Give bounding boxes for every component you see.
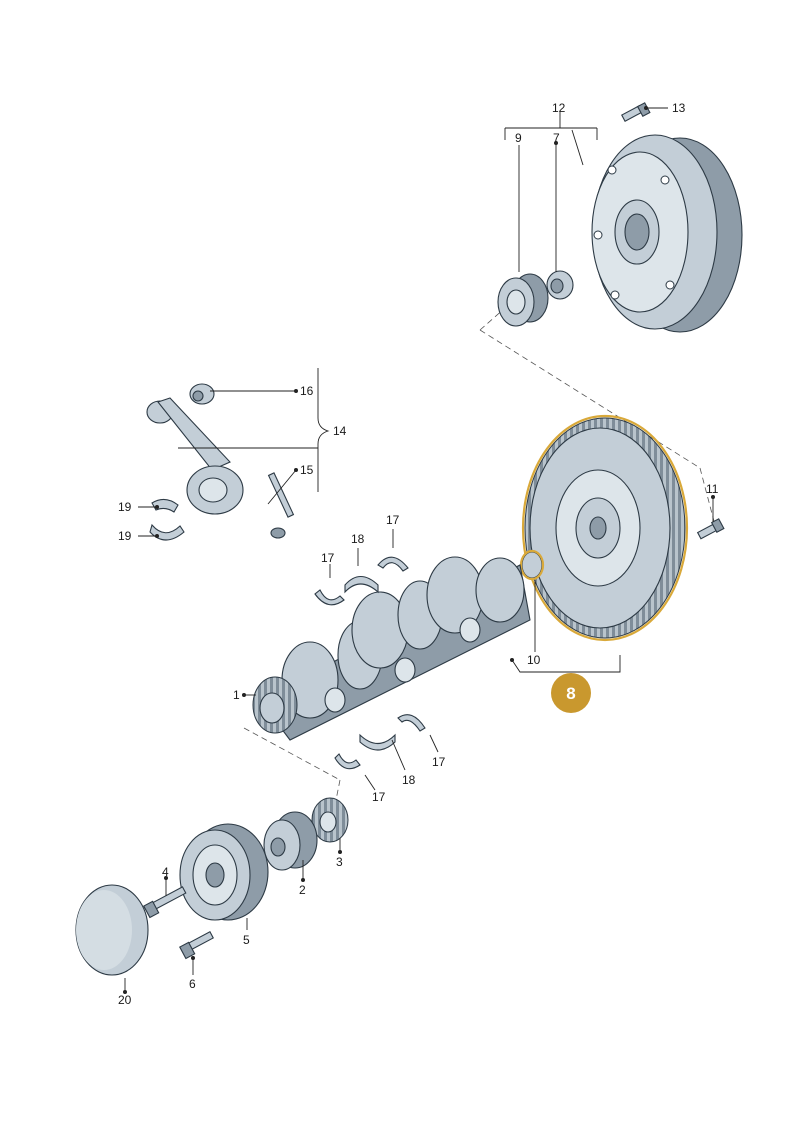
- conrod-bearing-shells: [149, 498, 185, 541]
- callout-18-top: 18: [351, 532, 365, 546]
- crankshaft-sprocket: [311, 797, 349, 843]
- callout-20: 20: [118, 993, 132, 1007]
- callout-13: 13: [672, 101, 686, 115]
- pulley-bolt-6: [179, 931, 214, 960]
- bolt-11: [696, 518, 725, 540]
- flywheel-ring-gear: [521, 414, 689, 642]
- highlight-badge-label: 8: [566, 684, 575, 703]
- conrod-bolt: [267, 472, 295, 539]
- callout-2: 2: [299, 883, 306, 897]
- needle-bearing: [497, 273, 549, 327]
- callout-18-bottom: 18: [402, 773, 416, 787]
- callout-15: 15: [300, 463, 314, 477]
- dual-mass-flywheel: [591, 134, 743, 333]
- thrust-washers-upper: [314, 556, 409, 606]
- callout-6: 6: [189, 977, 196, 991]
- cover-cap: [75, 884, 149, 976]
- main-bearing-shell-lower: [359, 733, 396, 751]
- bush: [546, 270, 574, 300]
- callout-17-top-left: 17: [321, 551, 335, 565]
- callout-7: 7: [553, 131, 560, 145]
- callout-17-bottom-right: 17: [432, 755, 446, 769]
- callout-19-lower: 19: [118, 529, 132, 543]
- needle-bearing-10: [519, 549, 545, 581]
- leader-lines: [124, 107, 714, 992]
- callout-10: 10: [527, 653, 541, 667]
- thrust-washers-lower: [334, 714, 426, 770]
- small-end-bush: [189, 383, 215, 405]
- callout-11: 11: [706, 482, 719, 496]
- callout-5: 5: [243, 933, 250, 947]
- vibration-damper-pulley: [179, 823, 269, 921]
- callout-3: 3: [336, 855, 343, 869]
- bolt-13: [621, 102, 651, 122]
- pulley-bolt-4: [143, 886, 187, 919]
- highlight-badge[interactable]: 8: [551, 673, 591, 713]
- callout-1: 1: [233, 688, 240, 702]
- callout-17-top-right: 17: [386, 513, 400, 527]
- callout-14: 14: [333, 424, 347, 438]
- callout-4: 4: [162, 865, 169, 879]
- leader-dots: [123, 106, 715, 994]
- main-bearing-shell-upper: [344, 575, 379, 594]
- crankshaft: [252, 556, 531, 741]
- callout-16: 16: [300, 384, 314, 398]
- connecting-rod: [146, 397, 244, 515]
- hub: [263, 811, 318, 871]
- callout-9: 9: [515, 131, 522, 145]
- callout-12: 12: [552, 101, 566, 115]
- callout-17-bottom-left: 17: [372, 790, 386, 804]
- callout-19-upper: 19: [118, 500, 132, 514]
